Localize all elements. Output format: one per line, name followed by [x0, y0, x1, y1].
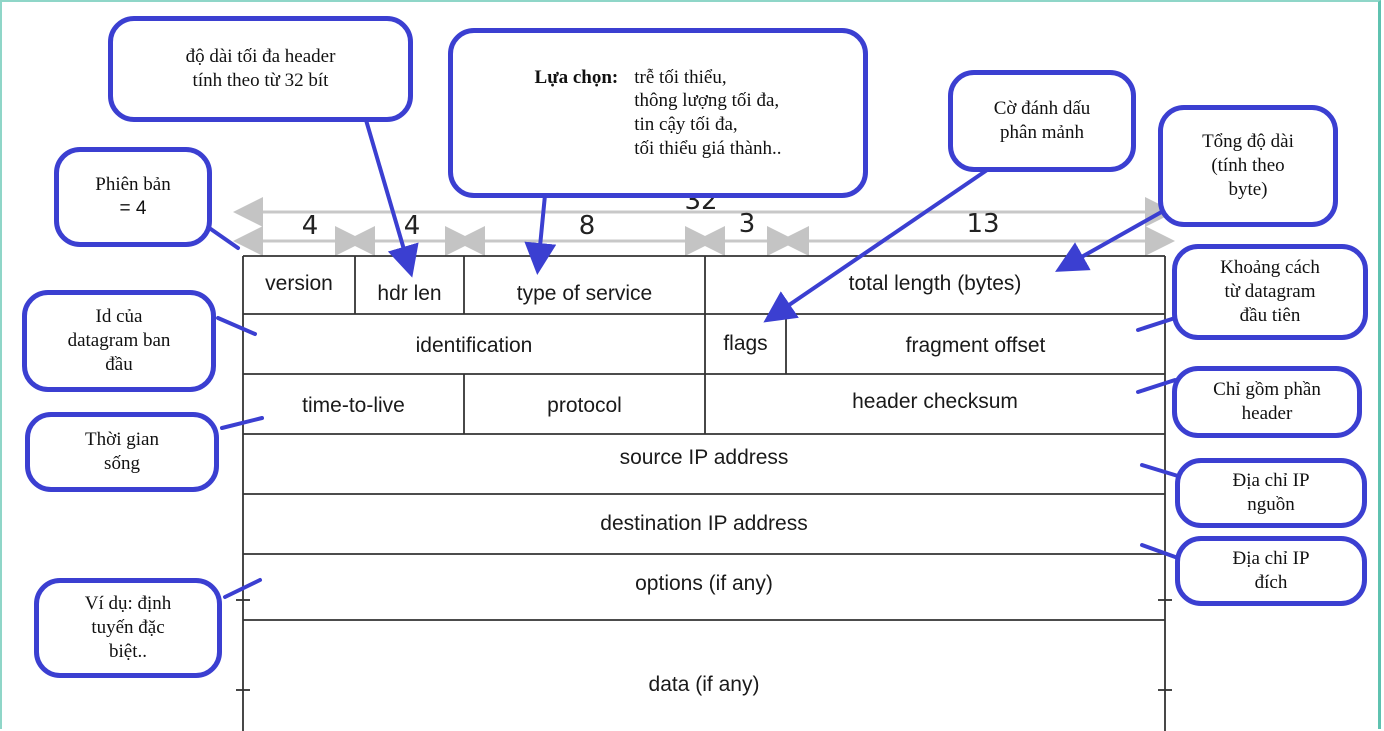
- field-version: version: [265, 272, 333, 295]
- callout-type-of-service: Lựa chọn: trễ tối thiểu, thông lượng tối…: [448, 28, 868, 198]
- callout-fragment-offset-line-2: từ datagram: [1224, 281, 1316, 303]
- bits-offset-label: 13: [966, 209, 1000, 239]
- field-flags: flags: [723, 332, 768, 355]
- callout-version-line-1: Phiên bản: [95, 174, 171, 196]
- callout-source-ip-line-1: Địa chỉ IP: [1232, 470, 1310, 492]
- bits-hdr-len-label: 4: [403, 211, 421, 241]
- callout-ttl-line-2: sống: [104, 453, 140, 474]
- callout-tos-option: trễ tối thiểu,: [634, 66, 727, 88]
- callout-options-line-2: tuyến đặc: [91, 617, 165, 639]
- callout-fragment-offset-line-1: Khoảng cách: [1220, 257, 1320, 279]
- callout-identification-line-3: đầu: [105, 353, 133, 375]
- callout-options: Ví dụ: định tuyến đặc biệt..: [34, 578, 222, 678]
- callout-header-checksum-line-2: header: [1241, 403, 1293, 424]
- callout-total-length: Tổng độ dài (tính theo byte): [1158, 105, 1338, 227]
- field-total-length: total length (bytes): [848, 272, 1022, 295]
- field-destination-ip: destination IP address: [600, 512, 808, 535]
- field-type-of-service: type of service: [516, 282, 653, 305]
- field-identification: identification: [415, 334, 533, 357]
- callout-total-length-line-3: byte): [1228, 178, 1268, 200]
- callout-dest-ip: Địa chỉ IP đích: [1175, 536, 1367, 606]
- field-time-to-live: time-to-live: [302, 394, 405, 417]
- header-grid: [236, 255, 1172, 731]
- callout-total-length-line-2: (tính theo: [1211, 155, 1285, 177]
- field-data: data (if any): [648, 673, 760, 696]
- callout-hdr-len-line-1: độ dài tối đa header: [185, 46, 336, 68]
- callout-flags-line-1: Cờ đánh dấu: [993, 98, 1091, 120]
- callout-hdr-len-line-2: tính theo từ 32 bít: [192, 70, 329, 91]
- callout-identification-line-1: Id của: [95, 306, 143, 328]
- field-fragment-offset: fragment offset: [905, 334, 1046, 357]
- callout-identification-line-2: datagram ban: [67, 330, 171, 352]
- callout-version: Phiên bản = 4: [54, 147, 212, 247]
- callout-header-checksum: Chỉ gồm phần header: [1172, 366, 1362, 438]
- callout-source-ip: Địa chỉ IP nguồn: [1175, 458, 1367, 528]
- bits-tos-label: 8: [578, 211, 596, 241]
- field-hdr-len: hdr len: [377, 282, 442, 305]
- callout-hdr-len: độ dài tối đa header tính theo từ 32 bít: [108, 16, 413, 122]
- callout-version-line-2: = 4: [119, 198, 147, 219]
- callout-dest-ip-line-1: Địa chỉ IP: [1232, 548, 1310, 570]
- callout-source-ip-line-2: nguồn: [1247, 494, 1295, 515]
- callout-tos-option: tối thiểu giá thành..: [634, 137, 782, 159]
- callout-fragment-offset-line-3: đầu tiên: [1239, 304, 1301, 326]
- field-options: options (if any): [635, 572, 773, 595]
- dimension-arrows: [233, 197, 1175, 256]
- callout-ttl: Thời gian sống: [25, 412, 219, 492]
- field-header-checksum: header checksum: [852, 390, 1018, 413]
- bits-version-label: 4: [301, 211, 319, 241]
- field-protocol: protocol: [547, 394, 622, 417]
- callout-total-length-line-1: Tổng độ dài: [1202, 131, 1294, 153]
- callout-flags-line-2: phân mảnh: [1000, 122, 1084, 143]
- callout-dest-ip-line-2: đích: [1254, 572, 1288, 593]
- bits-flags-label: 3: [738, 209, 756, 239]
- callout-tos-label: Lựa chọn:: [534, 66, 619, 88]
- callout-tos-option: thông lượng tối đa,: [634, 90, 780, 112]
- callout-header-checksum-line-1: Chỉ gồm phần: [1213, 379, 1321, 401]
- callout-identification: Id của datagram ban đầu: [22, 290, 216, 392]
- field-source-ip: source IP address: [619, 446, 789, 469]
- callout-options-line-3: biệt..: [109, 640, 147, 662]
- callout-tos-option: tin cậy tối đa,: [634, 114, 738, 135]
- callout-ttl-line-1: Thời gian: [85, 429, 159, 451]
- callout-flags: Cờ đánh dấu phân mảnh: [948, 70, 1136, 172]
- callout-fragment-offset: Khoảng cách từ datagram đầu tiên: [1172, 244, 1368, 340]
- callout-options-line-1: Ví dụ: định: [84, 593, 172, 615]
